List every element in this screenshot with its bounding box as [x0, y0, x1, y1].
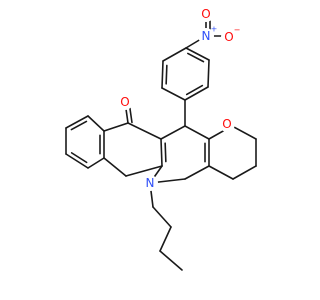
bond-A2-A3: [207, 59, 210, 88]
atom-nitro-oxygen-single: O −: [221, 26, 241, 45]
bond-Bu3-Bu4: [159, 250, 183, 271]
atom-label-nitro-o-double: O: [201, 7, 210, 21]
bond-A3-A4-second: [185, 84, 204, 96]
bond-C10-B2: [103, 122, 129, 132]
atom-nitro-oxygen-double: O: [198, 6, 214, 22]
bond-B6-B1: [87, 157, 105, 169]
bond-B2-B3: [87, 115, 105, 132]
atom-ring-nitrogen: N: [142, 175, 158, 191]
bond-CH2a-CH2b: [232, 165, 257, 180]
bond-C15-C16: [160, 138, 163, 167]
bond-C4-C15: [125, 165, 163, 177]
bond-B5-B6: [65, 153, 89, 169]
bond-CH2c-CO2: [231, 125, 257, 140]
atom-label-layer: N + O O − O O N: [117, 6, 240, 191]
bond-A1-A2-second: [187, 52, 205, 63]
bond-A4-A5: [161, 87, 186, 101]
molecule-structure: N + O O − O O N: [65, 6, 257, 271]
bond-B3-B4-second: [70, 120, 88, 131]
bond-C16-C11: [160, 125, 186, 140]
bond-Bu1-Bu2: [152, 206, 172, 228]
atom-ketone-oxygen-left: O: [117, 94, 133, 110]
bond-C13-C14: [184, 165, 210, 180]
bond-B3-B4: [65, 115, 89, 129]
bond-C13-CH2a: [208, 165, 234, 180]
atom-label-nitro-n: N: [202, 29, 211, 43]
bond-B1-C4: [103, 157, 127, 177]
atom-ketone-oxygen-right: O: [219, 116, 235, 132]
atom-nitro-nitrogen: N +: [198, 25, 218, 44]
atom-charge-nitro-o: −: [234, 26, 241, 35]
bond-C15-C16-second: [164, 142, 167, 163]
atom-charge-nitro-n: +: [211, 25, 218, 34]
atom-label-nitro-o-single: O: [224, 30, 233, 44]
bond-A6-A1: [162, 47, 187, 62]
bond-A1-A2: [185, 47, 210, 61]
bond-layer: [65, 20, 257, 271]
atom-label-ketone-o-right: O: [222, 117, 231, 131]
atom-label-ring-n: N: [146, 176, 155, 190]
bond-C16-C10: [127, 122, 162, 140]
bond-A3-A4: [184, 86, 209, 101]
bond-B5-B6-second: [70, 152, 88, 164]
bond-A5-A6: [161, 60, 164, 89]
bond-Bu2-Bu3: [159, 226, 172, 252]
atom-label-ketone-o-left: O: [120, 95, 129, 109]
bond-C11-C12: [184, 125, 210, 140]
bond-A5-A6-second: [165, 64, 168, 85]
